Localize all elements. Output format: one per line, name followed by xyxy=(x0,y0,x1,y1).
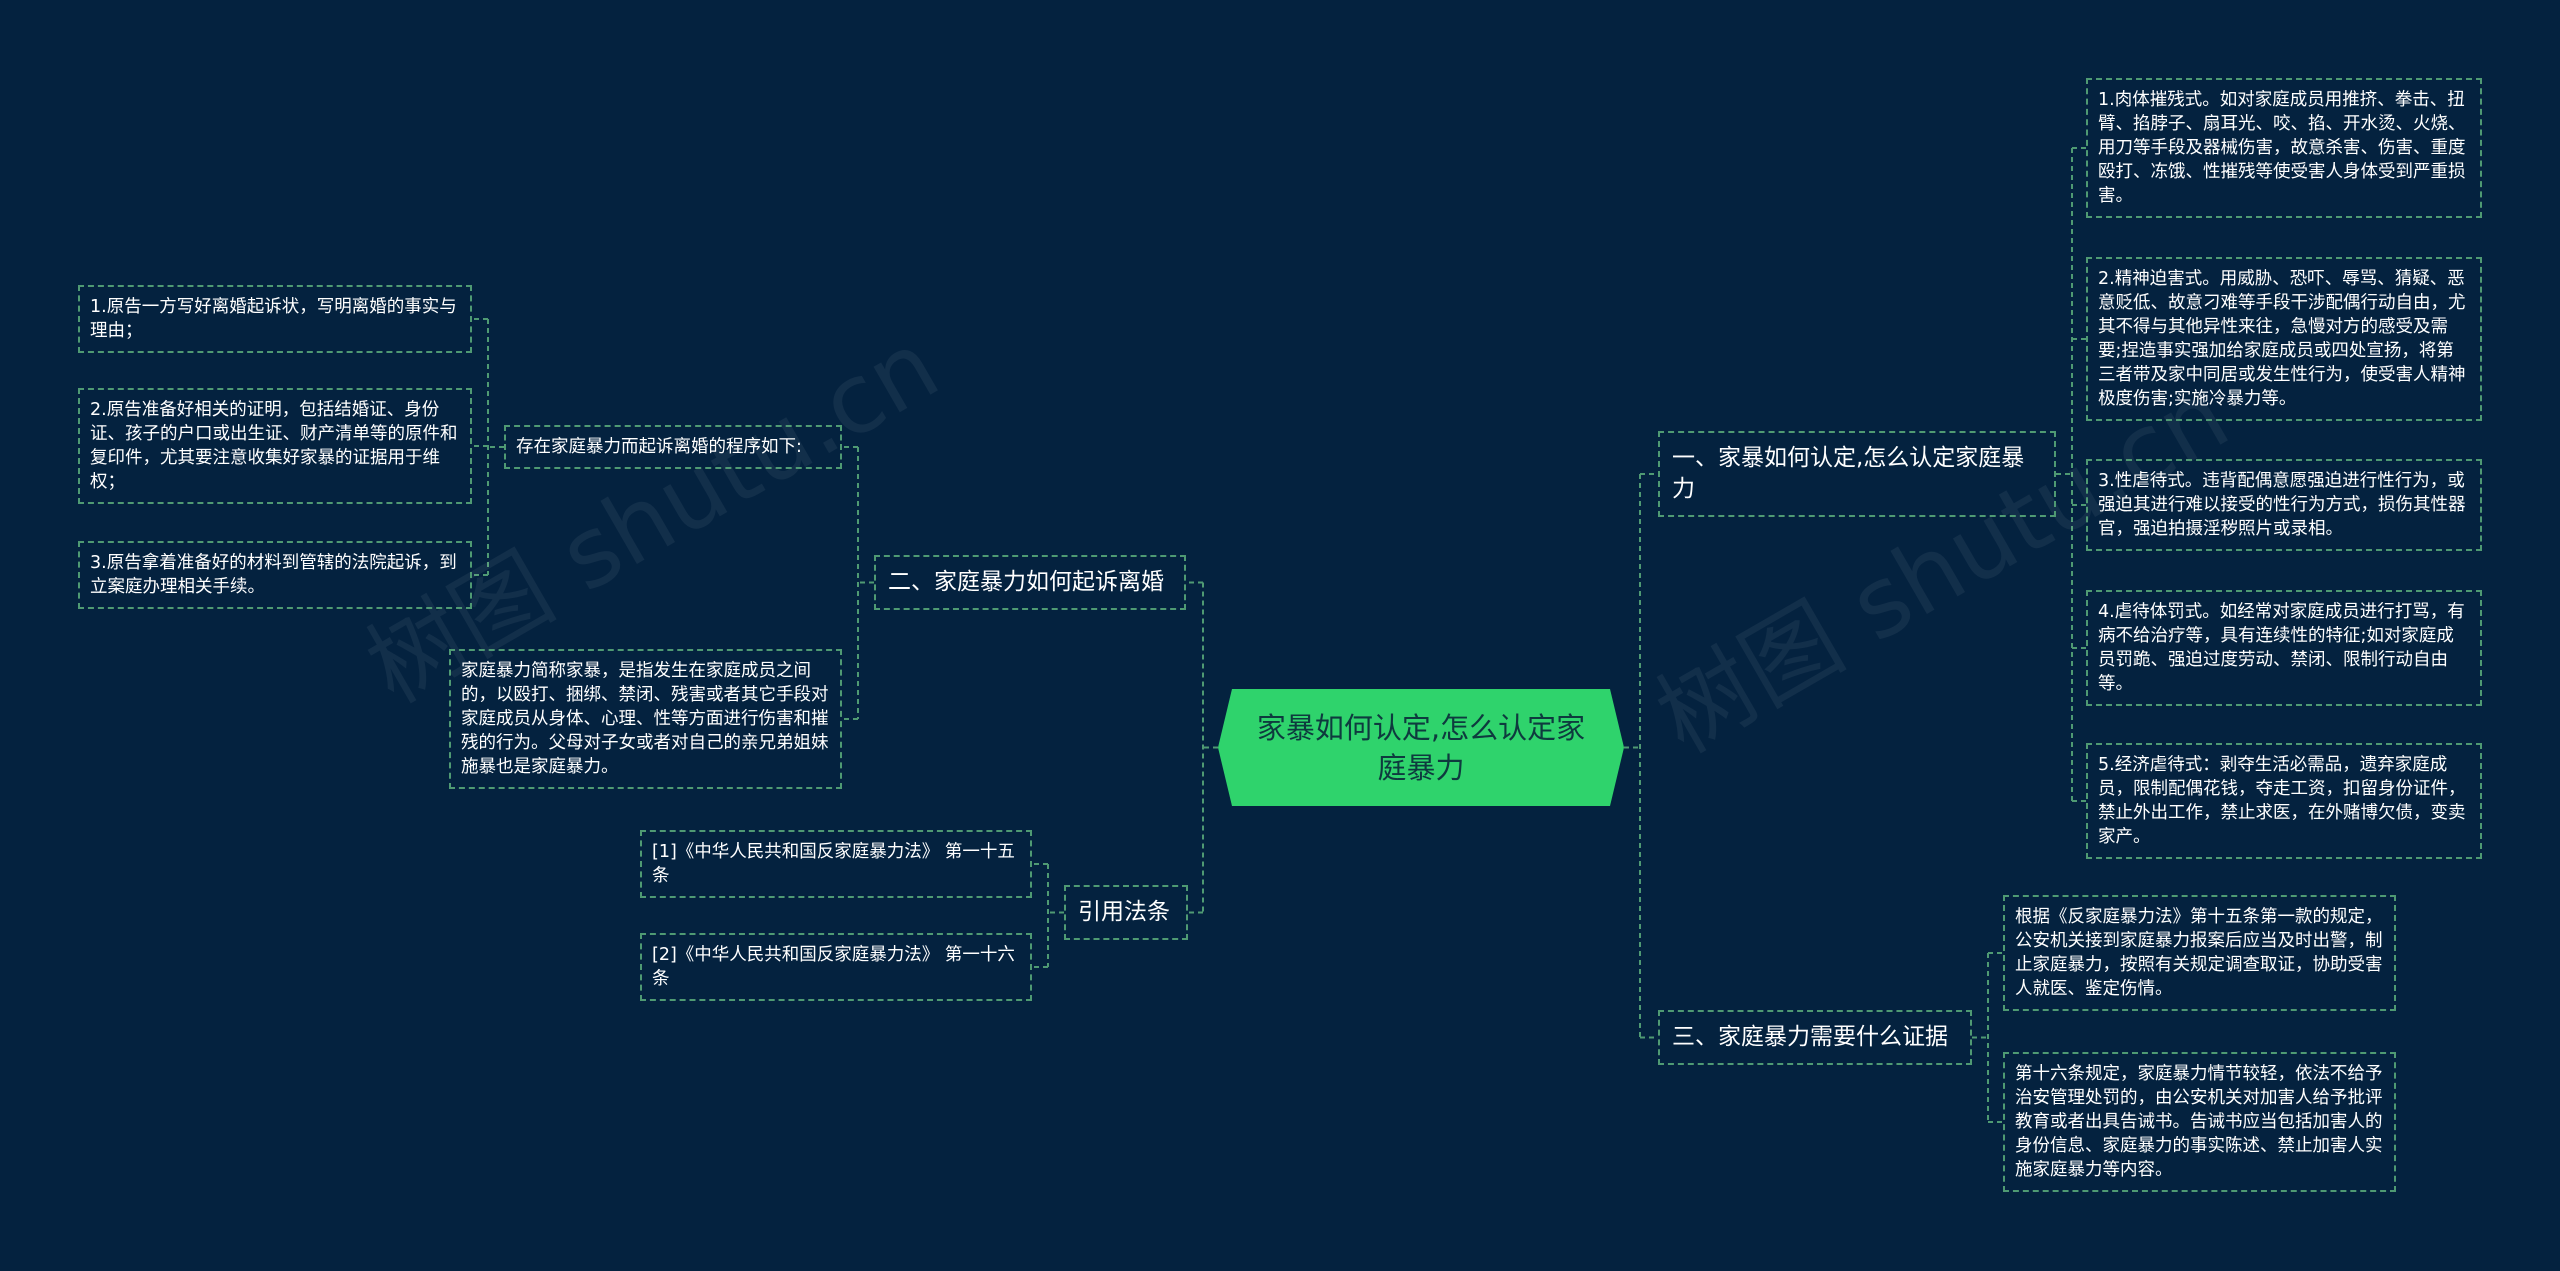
type-sexual-abuse[interactable]: 3.性虐待式。违背配偶意愿强迫进行性行为，或强迫其进行难以接受的性行为方式，损伤… xyxy=(2086,459,2482,551)
type-mental-abuse[interactable]: 2.精神迫害式。用威胁、恐吓、辱骂、猜疑、恶意贬低、故意刁难等手段干涉配偶行动自… xyxy=(2086,257,2482,421)
type-physical-abuse[interactable]: 1.肉体摧残式。如对家庭成员用推挤、拳击、扭臂、掐脖子、扇耳光、咬、掐、开水烫、… xyxy=(2086,78,2482,218)
central-topic[interactable]: 家暴如何认定,怎么认定家庭暴力 xyxy=(1218,689,1624,806)
procedure-step-2[interactable]: 2.原告准备好相关的证明，包括结婚证、身份证、孩子的户口或出生证、财产清单等的原… xyxy=(78,388,472,504)
branch-recognize-domestic-violence[interactable]: 一、家暴如何认定,怎么认定家庭暴力 xyxy=(1658,431,2056,517)
evidence-article-15[interactable]: 根据《反家庭暴力法》第十五条第一款的规定，公安机关接到家庭暴力报案后应当及时出警… xyxy=(2003,895,2396,1011)
cited-article-2[interactable]: [2]《中华人民共和国反家庭暴力法》 第一十六条 xyxy=(640,933,1032,1001)
branch-evidence-required[interactable]: 三、家庭暴力需要什么证据 xyxy=(1658,1010,1972,1065)
procedure-step-1[interactable]: 1.原告一方写好离婚起诉状，写明离婚的事实与理由； xyxy=(78,285,472,353)
divorce-procedure-title[interactable]: 存在家庭暴力而起诉离婚的程序如下: xyxy=(504,425,842,469)
cited-article-1[interactable]: [1]《中华人民共和国反家庭暴力法》 第一十五条 xyxy=(640,830,1032,898)
domestic-violence-definition[interactable]: 家庭暴力简称家暴，是指发生在家庭成员之间的，以殴打、捆绑、禁闭、残害或者其它手段… xyxy=(449,649,842,789)
evidence-article-16[interactable]: 第十六条规定，家庭暴力情节较轻，依法不给予治安管理处罚的，由公安机关对加害人给予… xyxy=(2003,1052,2396,1192)
branch-cited-articles[interactable]: 引用法条 xyxy=(1064,885,1188,940)
procedure-step-3[interactable]: 3.原告拿着准备好的材料到管辖的法院起诉，到立案庭办理相关手续。 xyxy=(78,541,472,609)
type-corporal-punishment[interactable]: 4.虐待体罚式。如经常对家庭成员进行打骂，有病不给治疗等，具有连续性的特征;如对… xyxy=(2086,590,2482,706)
branch-divorce-lawsuit[interactable]: 二、家庭暴力如何起诉离婚 xyxy=(874,555,1186,610)
type-economic-abuse[interactable]: 5.经济虐待式：剥夺生活必需品，遗弃家庭成员，限制配偶花钱，夺走工资，扣留身份证… xyxy=(2086,743,2482,859)
